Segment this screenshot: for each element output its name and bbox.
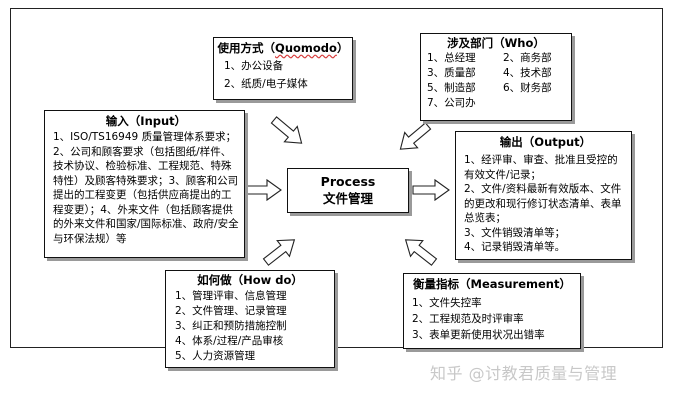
howdo-item: 5、人力资源管理: [175, 350, 256, 362]
measure-item: 1、文件失控率: [412, 297, 482, 309]
usage-title-end: ）: [336, 41, 349, 55]
arrow-process-to-output: [412, 179, 450, 201]
howdo-item: 2、文件管理、记录管理: [175, 305, 287, 317]
process-title-zh: 文件管理: [322, 191, 373, 206]
howdo-item: 1、管理评审、信息管理: [175, 290, 287, 302]
who-title: 涉及部门（Who）: [447, 36, 545, 50]
who-item: 4、技术部: [503, 67, 552, 79]
usage-item: 2、纸质/电子媒体: [224, 78, 308, 90]
who-item: 3、质量部: [427, 67, 476, 79]
usage-box: 使用方式（Quomodo） 1、办公设备 2、纸质/电子媒体: [213, 37, 353, 100]
howdo-title: 如何做（How do）: [197, 273, 303, 287]
arrow-howdo-to-process: [259, 231, 302, 271]
input-box: 输入（Input） 1、ISO/TS16949 质量管理体系要求；2、公司和顾客…: [44, 110, 245, 258]
output-title: 输出（Output）: [499, 135, 592, 149]
process-box: Process 文件管理: [287, 168, 409, 213]
output-item: 4、记录销毁清单等。: [464, 241, 566, 253]
output-item: 3、文件销毁清单等；: [464, 226, 566, 239]
measure-item: 3、表单更新使用状况出错率: [412, 329, 545, 341]
measure-item: 2、工程规范及时评审率: [412, 313, 524, 325]
watermark: 知乎 @讨教君质量与管理: [430, 364, 618, 383]
usage-title: 使用方式（Quomodo）: [214, 41, 352, 55]
arrow-who-to-process: [393, 117, 435, 158]
process-title-en: Process: [320, 174, 376, 189]
input-text: 1、ISO/TS16949 质量管理体系要求；2、公司和顾客要求（包括图纸/样件…: [53, 131, 239, 245]
arrow-usage-to-process: [267, 111, 309, 152]
howdo-item: 4、体系/过程/产品审核: [175, 335, 284, 347]
usage-title-en: Quomodo: [275, 41, 337, 55]
diagram-frame: [10, 8, 663, 348]
who-item: 7、公司办: [427, 97, 476, 109]
output-box: 输出（Output） 1、经评审、审查、批准且受控的有效文件/记录； 2、文件/…: [455, 131, 632, 260]
usage-item: 1、办公设备: [224, 60, 284, 72]
who-item: 1、总经理: [427, 52, 476, 64]
measure-title: 衡量指标（Measurement）: [413, 277, 571, 291]
input-title: 输入（Input）: [105, 114, 187, 128]
arrow-measure-to-process: [398, 231, 441, 271]
output-item: 2、文件/资料最新有效版本、文件的更改和现行修订状态清单、表单总览表；: [464, 183, 622, 224]
howdo-item: 3、纠正和预防措施控制: [175, 320, 287, 332]
usage-title-zh: 使用方式（: [217, 41, 276, 55]
who-item: 2、商务部: [503, 52, 552, 64]
who-item: 6、财务部: [503, 82, 552, 94]
howdo-box: 如何做（How do） 1、管理评审、信息管理 2、文件管理、记录管理 3、纠正…: [165, 270, 335, 368]
who-box: 涉及部门（Who） 1、总经理 2、商务部 3、质量部 4、技术部 5、制造部 …: [420, 33, 572, 121]
who-item: 5、制造部: [427, 82, 476, 94]
measure-box: 衡量指标（Measurement） 1、文件失控率 2、工程规范及时评审率 3、…: [403, 273, 581, 349]
output-item: 1、经评审、审查、批准且受控的有效文件/记录；: [464, 154, 618, 181]
arrow-input-to-process: [244, 179, 282, 201]
